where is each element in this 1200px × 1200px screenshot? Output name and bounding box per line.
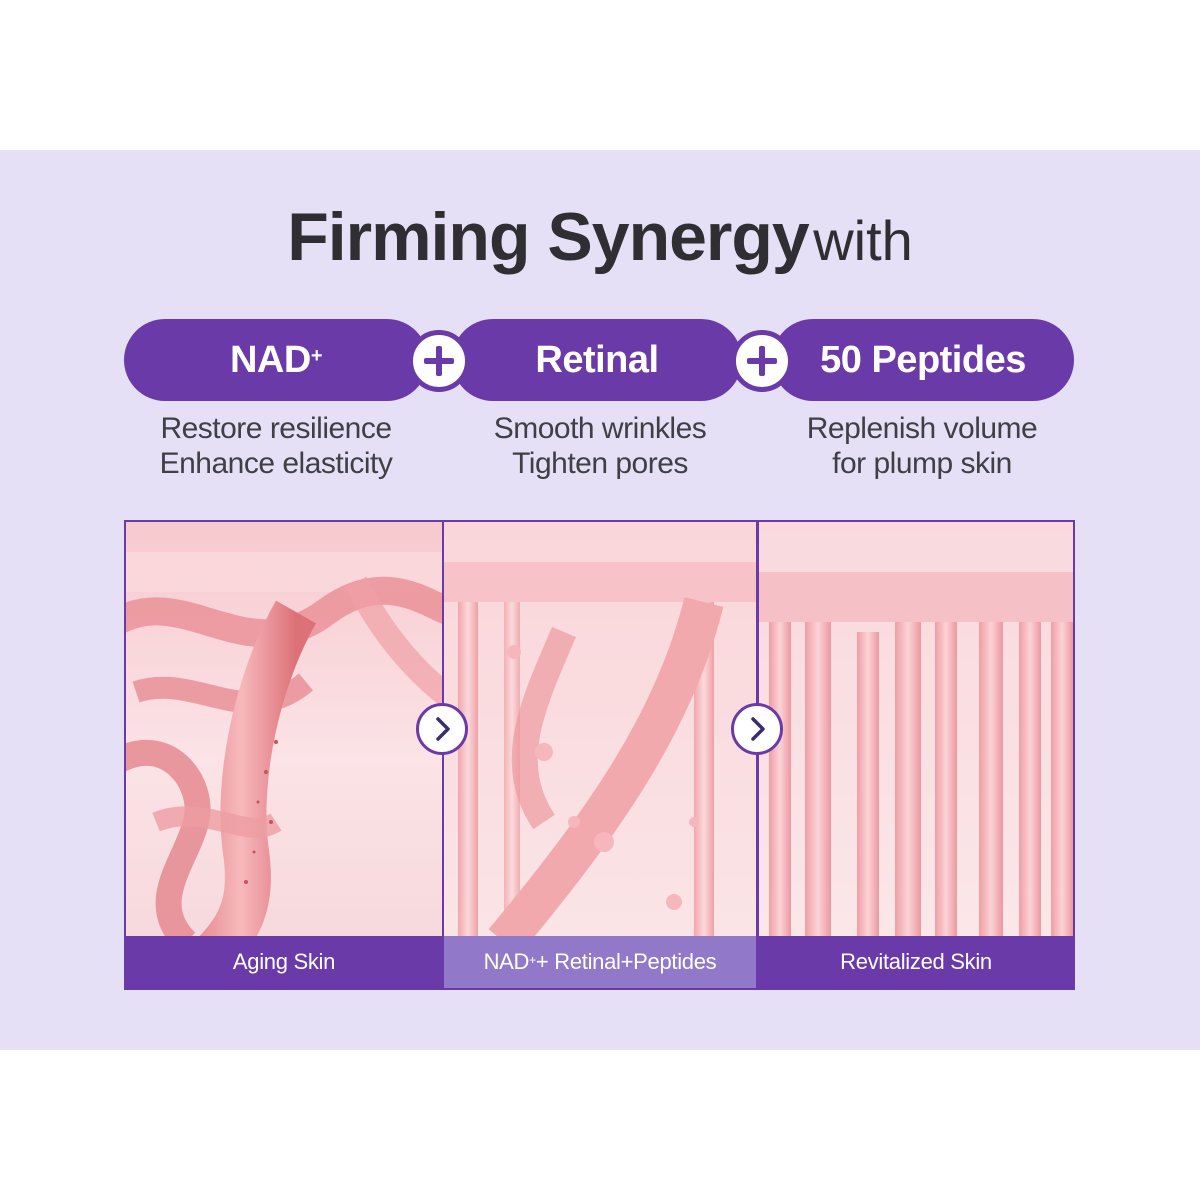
ingredient-benefits-peptides: Replenish volume for plump skin (762, 411, 1082, 481)
panel-caption: Revitalized Skin (759, 936, 1073, 988)
benefit-line: Enhance elasticity (159, 447, 393, 480)
chevron-right-icon (416, 703, 468, 755)
caption-superscript: + (529, 953, 536, 967)
benefit-line: Replenish volume (806, 412, 1038, 445)
panel-caption: Aging Skin (126, 936, 442, 988)
aging-skin-illustration (126, 522, 442, 988)
ingredient-name: Retinal (535, 338, 659, 381)
revitalized-skin-illustration (759, 522, 1073, 988)
caption-text: NAD (483, 949, 530, 974)
benefit-line: Smooth wrinkles (493, 412, 707, 445)
ingredient-name: NAD (229, 338, 311, 381)
ingredient-pill-peptides: 50 Peptides (772, 319, 1074, 401)
title-strong: Firming Synergy (287, 199, 810, 275)
ingredient-superscript: + (310, 344, 323, 367)
ingredient-benefits-nad: Restore resilience Enhance elasticity (116, 411, 436, 481)
page-title: Firming Synergy with (0, 198, 1200, 276)
ingredient-benefits-retinal: Smooth wrinkles Tighten pores (440, 411, 760, 481)
benefit-line: Tighten pores (512, 447, 688, 480)
ingredient-name: 50 Peptides (820, 338, 1026, 381)
skin-panel-aging: Aging Skin (124, 520, 444, 990)
caption-text-rest: + Retinal+Peptides (535, 949, 717, 974)
ingredient-pill-nad: NAD+ (124, 319, 428, 401)
skin-panel-treatment: NAD+ + Retinal+Peptides (442, 520, 758, 990)
caption-text: Revitalized Skin (840, 949, 992, 974)
title-light: with (813, 209, 913, 272)
caption-text: Aging Skin (232, 949, 336, 974)
ingredient-pill-retinal: Retinal (452, 319, 742, 401)
plus-icon (731, 330, 793, 392)
panel-caption: NAD+ + Retinal+Peptides (444, 936, 756, 988)
treatment-skin-illustration (444, 522, 756, 988)
plus-icon (408, 330, 470, 392)
skin-panel-revitalized: Revitalized Skin (757, 520, 1075, 990)
chevron-right-icon (731, 703, 783, 755)
benefit-line: for plump skin (832, 447, 1012, 480)
benefit-line: Restore resilience (160, 412, 392, 445)
